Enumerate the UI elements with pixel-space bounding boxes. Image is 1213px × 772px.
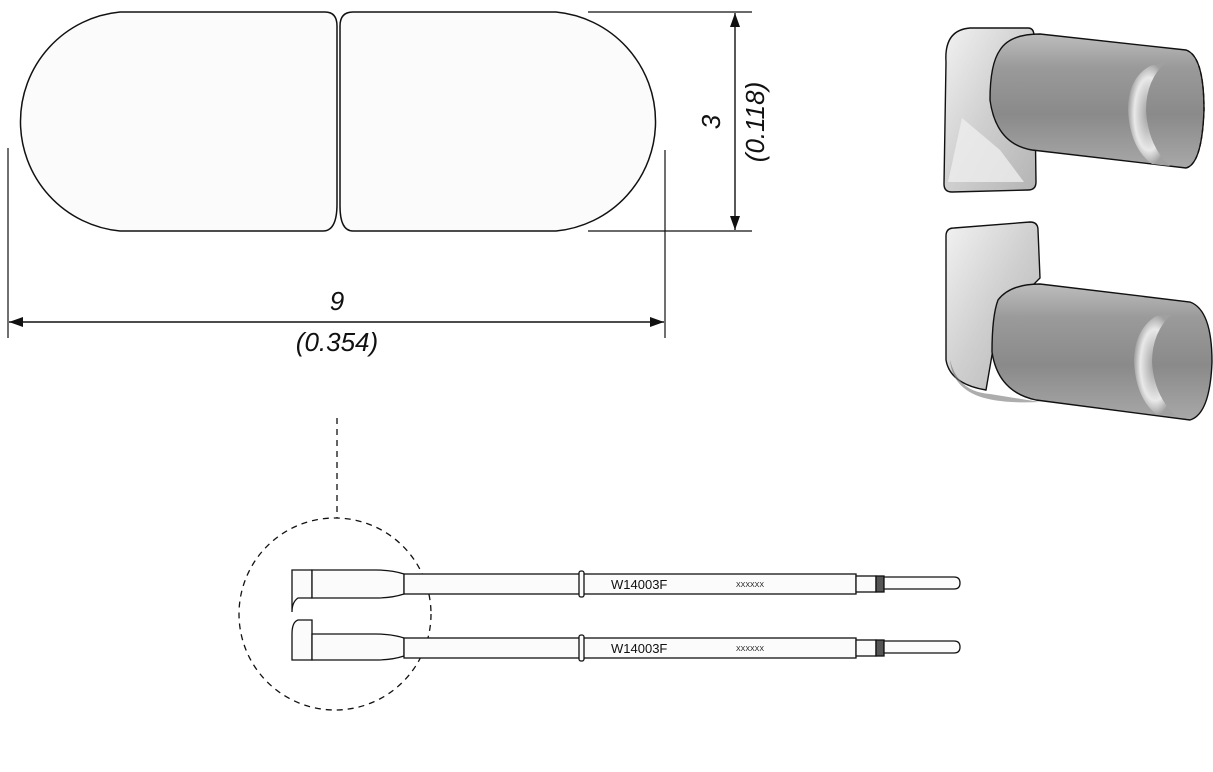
upper-jaw-ring [1128, 62, 1170, 166]
tip-face-right-half [339, 11, 657, 232]
tip-assembly: W14003F XXXXXX W14003F XXXXXX [291, 569, 961, 662]
tip-upper-pin [883, 576, 961, 590]
tip-upper-hook [291, 569, 313, 613]
lower-jaw-ring [1134, 314, 1176, 416]
lower-jaw [945, 221, 1213, 421]
tip-upper-serial: XXXXXX [736, 582, 764, 589]
tip-face-left-half [19, 11, 338, 232]
lower-jaw-shadow [950, 360, 1040, 403]
tip-upper-collar [311, 569, 405, 599]
upper-jaw-end [1185, 49, 1205, 169]
upper-jaw-bevel [948, 118, 1024, 182]
width-dimension: 9 (0.354) [7, 148, 666, 357]
detail-circle [238, 517, 432, 711]
tip-upper: W14003F XXXXXX [291, 569, 961, 613]
tip-upper-step2 [875, 575, 885, 593]
tip-upper-part-number: W14003F [611, 577, 667, 592]
tip-3d-render [943, 27, 1213, 421]
tip-lower-pin [883, 640, 961, 654]
height-value: 3 [696, 114, 726, 129]
tip-lower-step1 [855, 639, 877, 657]
tip-upper-band [578, 570, 585, 598]
tip-lower: W14003F XXXXXX [291, 619, 961, 662]
tip-lower-band [578, 634, 585, 662]
width-value-imperial: (0.354) [296, 327, 378, 357]
detail-callout [238, 418, 432, 711]
tip-face-outline [19, 11, 657, 232]
height-dimension: 3 (0.118) [588, 11, 770, 232]
upper-jaw-cylinder [989, 33, 1205, 169]
tip-lower-step2 [875, 639, 885, 657]
tip-upper-step1 [855, 575, 877, 593]
tip-lower-collar [311, 633, 405, 661]
width-value: 9 [330, 286, 344, 316]
height-value-imperial: (0.118) [740, 82, 770, 162]
tip-lower-serial: XXXXXX [736, 646, 764, 653]
tip-lower-hook [291, 619, 313, 661]
tip-lower-part-number: W14003F [611, 641, 667, 656]
upper-jaw [943, 27, 1205, 193]
